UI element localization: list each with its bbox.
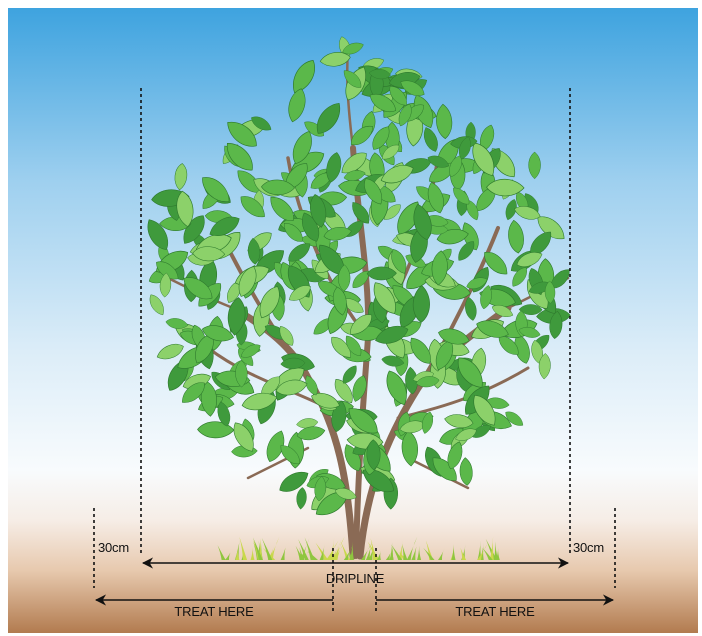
- treat-label-left: TREAT HERE: [174, 604, 254, 619]
- treat-label-right: TREAT HERE: [455, 604, 535, 619]
- tree-treatment-diagram: 30cm 30cm DRIPLINE TREAT HERE TREAT HERE: [8, 8, 698, 633]
- offset-label-right: 30cm: [573, 540, 604, 555]
- dripline-label: DRIPLINE: [326, 571, 385, 586]
- offset-label-left: 30cm: [98, 540, 129, 555]
